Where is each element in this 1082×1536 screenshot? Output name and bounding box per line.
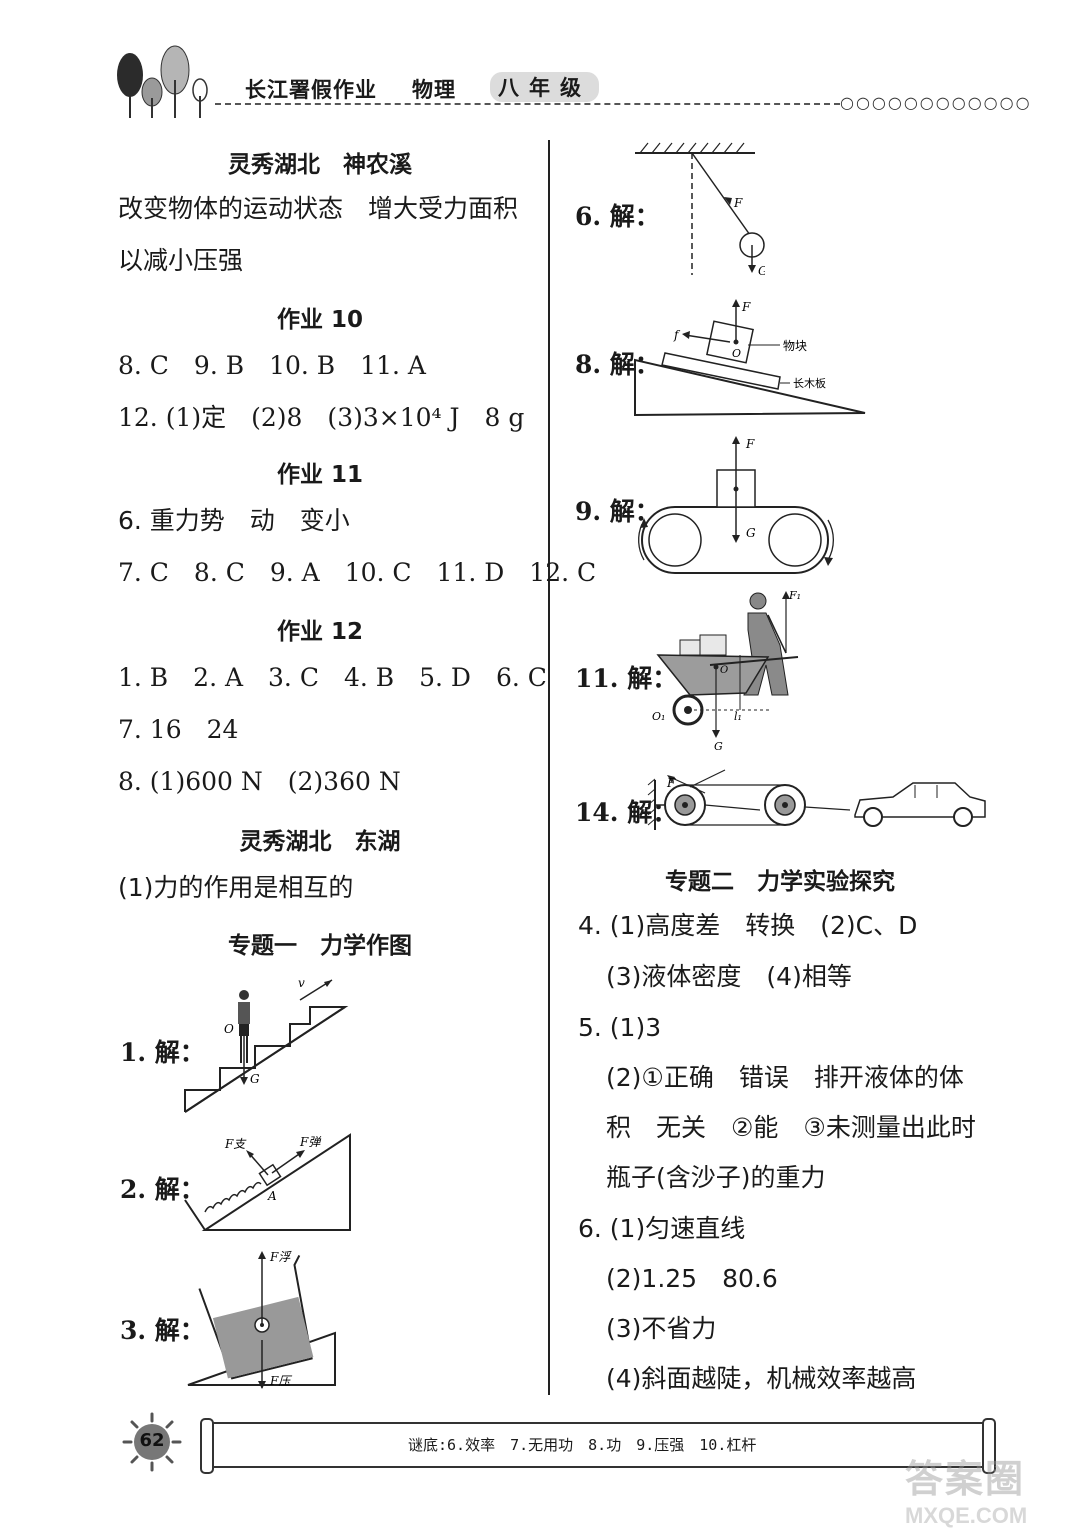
question-label: 14. 解：	[575, 798, 678, 827]
page-number-badge: 62	[122, 1412, 182, 1472]
board-label: 长木板	[793, 376, 826, 390]
answer-line: 12. (1)定 (2)8 (3)3×10⁴ J 8 g	[118, 403, 525, 432]
section-heading-donghu: 灵秀湖北 东湖	[239, 829, 401, 855]
block-label: 物块	[783, 339, 807, 353]
header-subject: 物理	[412, 78, 456, 102]
question-label: 3. 解：	[120, 1316, 205, 1345]
question-label: 11. 解：	[575, 664, 678, 693]
page-number: 62	[139, 1430, 165, 1451]
force-label: F₁	[788, 589, 801, 602]
gravity-label: G	[714, 740, 723, 753]
answer-line: 6. 重力势 动 变小	[118, 506, 350, 535]
answer-line: 8. C 9. B 10. B 11. A	[118, 351, 426, 380]
force-label: F	[741, 300, 751, 314]
friction-label: f	[673, 328, 681, 342]
answer-line: 8. (1)600 N (2)360 N	[118, 767, 401, 796]
pivot-label: O	[732, 347, 741, 360]
incline-spring-figure: F支 F弹 A	[184, 1133, 351, 1231]
pressure-force-label: F压	[269, 1374, 292, 1388]
question-label: 1. 解：	[120, 1038, 205, 1067]
answer-line: 改变物体的运动状态 增大受力面积	[118, 194, 519, 223]
header-dots: ○○○○○○○○○○○○	[840, 93, 1032, 112]
pendulum-figure: F G	[635, 142, 765, 278]
answer-line: 1. B 2. A 3. C 4. B 5. D 6. C	[118, 663, 547, 692]
section-heading-topic1: 专题一 力学作图	[228, 933, 412, 959]
gravity-label: G	[250, 1072, 260, 1086]
answer-line: 5. (1)3	[578, 1013, 662, 1042]
stairs-figure: v O G	[184, 976, 349, 1113]
arm-label: l₁	[734, 710, 742, 723]
fulcrum-label: O₁	[652, 710, 665, 723]
answer-line: 6. (1)匀速直线	[578, 1214, 746, 1243]
force-label: F	[745, 437, 755, 451]
section-heading-hw10: 作业 10	[276, 307, 363, 333]
pivot-label: O	[720, 665, 728, 676]
riddle-answers: 谜底:6.效率 7.无用功 8.功 9.压强 10.杠杆	[408, 1436, 757, 1454]
watermark-url: MXQE.COM	[905, 1503, 1028, 1528]
spring-force-label: F弹	[299, 1135, 321, 1149]
riddle-scroll: 谜底:6.效率 7.无用功 8.功 9.压强 10.杠杆	[200, 1418, 996, 1474]
answer-line: (1)力的作用是相互的	[118, 873, 354, 902]
answer-line: 瓶子(含沙子)的重力	[606, 1163, 826, 1192]
column-divider	[548, 140, 550, 1395]
answer-line: 7. 16 24	[118, 715, 239, 744]
answer-line: 4. (1)高度差 转换 (2)C、D	[578, 911, 918, 940]
answer-line: (3)液体密度 (4)相等	[606, 962, 852, 991]
force-label: F	[733, 196, 743, 210]
answer-line: 以减小压强	[118, 246, 244, 275]
point-a-label: A	[267, 1189, 277, 1203]
block-on-board-figure: F f O 物块 长木板	[634, 299, 866, 417]
header: 长江署假作业 物理 八年级 ○○○○○○○○○○○○	[0, 0, 1082, 125]
answer-line: (3)不省力	[606, 1314, 717, 1343]
velocity-label: v	[298, 976, 305, 990]
trees-logo-icon	[117, 45, 208, 118]
pulley-car-figure: F	[647, 769, 986, 830]
section-heading-shennong: 灵秀湖北 神农溪	[228, 152, 412, 178]
question-label: 8. 解：	[575, 350, 660, 379]
beaker-incline-figure: F浮 F压	[187, 1250, 336, 1389]
sun-icon	[122, 1412, 182, 1472]
watermark-text: 答案圈	[905, 1457, 1026, 1501]
section-heading-hw11: 作业 11	[276, 462, 363, 488]
gravity-label: G	[746, 526, 756, 540]
gravity-label: G	[758, 264, 765, 278]
question-label: 2. 解：	[120, 1175, 205, 1204]
answer-line: 积 无关 ②能 ③未测量出此时	[606, 1113, 976, 1142]
header-series: 长江署假作业	[245, 78, 377, 102]
pivot-label: O	[224, 1022, 234, 1036]
force-label: F	[666, 776, 676, 790]
answer-line: (2)①正确 错误 排开液体的体	[606, 1063, 964, 1092]
watermark: 答案圈 MXQE.COM	[905, 1448, 1075, 1533]
support-force-label: F支	[224, 1137, 247, 1151]
answer-line: (2)1.25 80.6	[606, 1264, 778, 1293]
conveyor-figure: F G	[638, 436, 835, 574]
question-label: 6. 解：	[575, 202, 660, 231]
section-heading-topic2: 专题二 力学实验探究	[665, 869, 895, 895]
header-grade: 八年级	[490, 72, 599, 102]
section-heading-hw12: 作业 12	[276, 619, 363, 645]
question-label: 9. 解：	[575, 497, 660, 526]
header-rule	[215, 103, 840, 105]
buoyancy-label: F浮	[269, 1250, 292, 1264]
wheelbarrow-figure: F₁ O O₁ l₁ G	[652, 589, 801, 753]
answer-line: 7. C 8. C 9. A 10. C 11. D 12. C	[118, 558, 597, 587]
answer-line: (4)斜面越陡，机械效率越高	[606, 1364, 917, 1393]
